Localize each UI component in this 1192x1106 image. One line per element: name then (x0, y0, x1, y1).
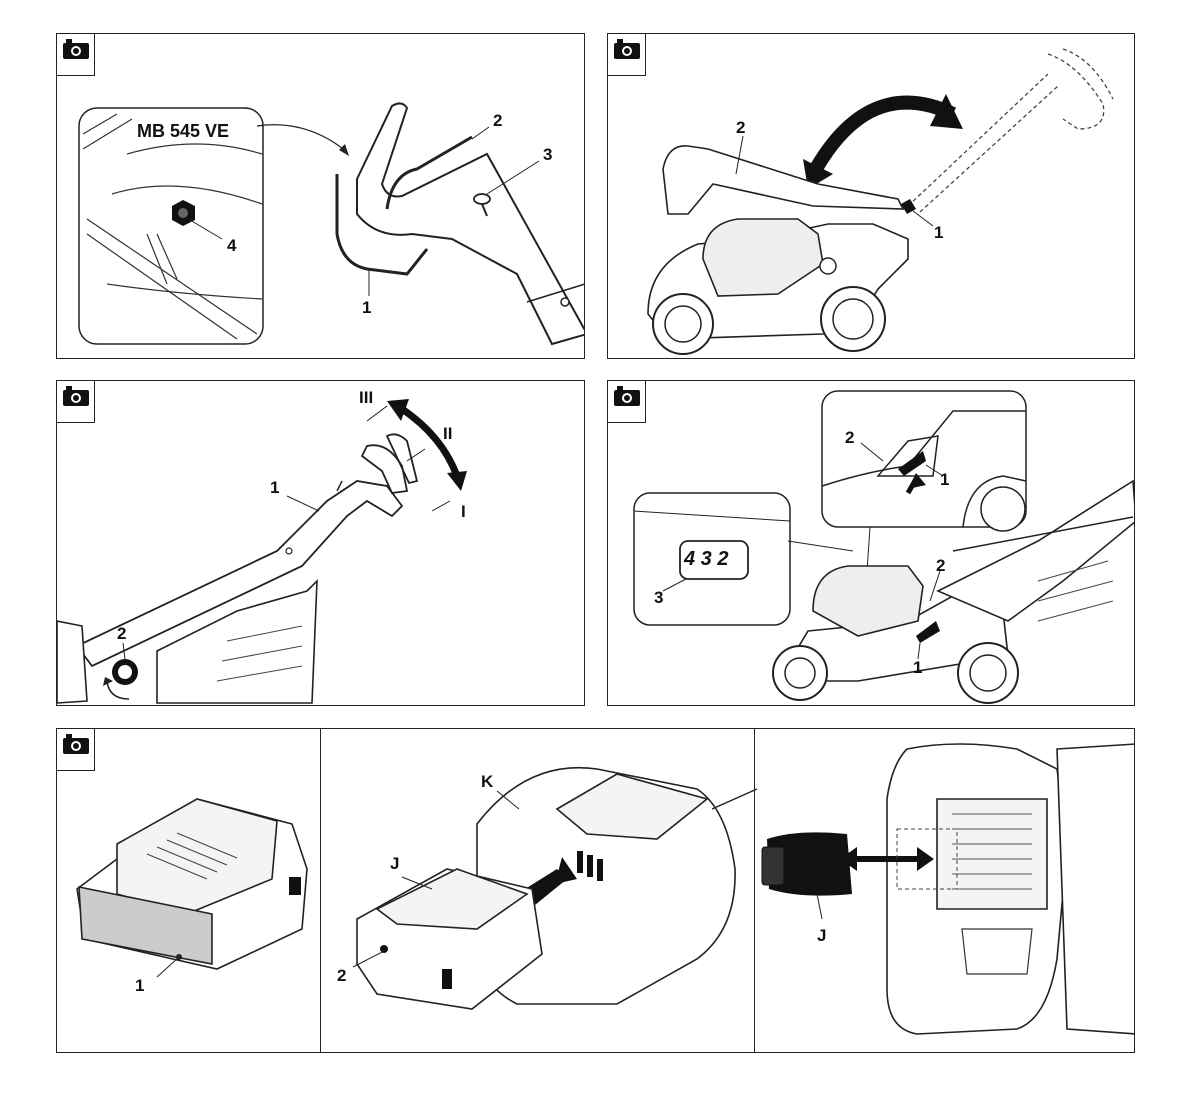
callout-4: 4 (227, 237, 236, 254)
callout-1: 1 (913, 659, 922, 676)
figure-panel-4: 4 3 2 2 1 3 2 1 (607, 380, 1135, 706)
figure-panel-1: MB 545 VE 4 2 3 1 (56, 33, 585, 359)
callout-1: 1 (270, 479, 279, 496)
callout-2: 2 (736, 119, 745, 136)
mower-handle-fold-illustration (608, 34, 1135, 359)
handle-height-adjust-illustration (57, 381, 585, 706)
callout-1: 1 (135, 977, 144, 994)
callout-2-inset: 2 (845, 429, 854, 446)
gear-selector-illustration (608, 381, 1135, 706)
figure-panel-3: III II I 1 2 (56, 380, 585, 706)
handle-assembly-illustration (57, 34, 585, 359)
callout-J: J (390, 855, 399, 872)
gear-digits: 4 3 2 (684, 549, 728, 569)
position-label-II: II (443, 425, 452, 442)
callout-2: 2 (117, 625, 126, 642)
figure-panel-2: 2 1 (607, 33, 1135, 359)
callout-1: 1 (362, 299, 371, 316)
callout-1: 1 (934, 224, 943, 241)
model-label: MB 545 VE (137, 122, 229, 140)
callout-1-inset: 1 (940, 471, 949, 488)
position-label-I: I (461, 503, 466, 520)
figure-panel-5: 1 K J 2 J (56, 728, 1135, 1053)
callout-J-engine: J (817, 927, 826, 944)
callout-3: 3 (654, 589, 663, 606)
callout-2: 2 (337, 967, 346, 984)
callout-3: 3 (543, 146, 552, 163)
callout-2: 2 (493, 112, 502, 129)
callout-K: K (481, 773, 493, 790)
position-label-III: III (359, 389, 373, 406)
callout-2: 2 (936, 557, 945, 574)
battery-charger-illustration (57, 729, 1135, 1053)
